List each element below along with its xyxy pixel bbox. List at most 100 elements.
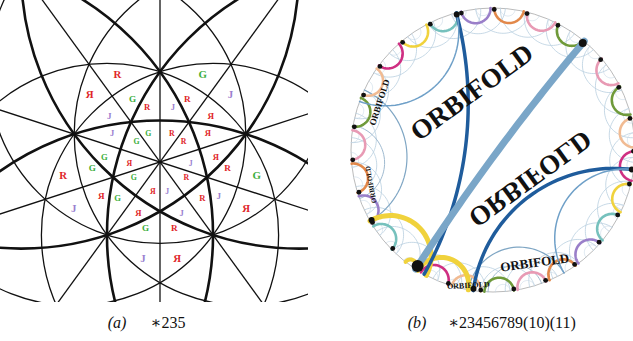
cone-point bbox=[492, 7, 497, 12]
mirror-circle bbox=[0, 63, 279, 302]
caption-label: ∗23456789(10)(11) bbox=[448, 315, 576, 331]
geodesic bbox=[615, 86, 625, 100]
rim-geodesic bbox=[596, 59, 618, 85]
cone-point bbox=[428, 22, 433, 27]
geodesic bbox=[355, 104, 364, 118]
geodesic bbox=[408, 28, 421, 39]
motif-letter: Я bbox=[135, 209, 141, 218]
hyperbolic-disk bbox=[350, 7, 633, 292]
motif-letter: R bbox=[171, 224, 178, 233]
motif-letter: R bbox=[113, 69, 121, 80]
rim-geodesic bbox=[379, 44, 403, 69]
motif-letter: Я bbox=[86, 89, 94, 100]
geodesic bbox=[595, 65, 630, 115]
mirror-circle bbox=[0, 0, 246, 302]
motif-letter: J bbox=[165, 188, 169, 196]
motif-letter: J bbox=[107, 112, 112, 121]
geodesic bbox=[408, 13, 458, 48]
geodesic bbox=[601, 226, 612, 239]
motif-letter: R bbox=[184, 95, 191, 104]
geodesic bbox=[603, 65, 614, 78]
motif-letter: J bbox=[171, 103, 175, 112]
cone-point bbox=[543, 278, 548, 283]
motif-letter: R bbox=[59, 170, 67, 181]
rim-geodesic bbox=[597, 214, 619, 240]
geodesic bbox=[569, 223, 612, 266]
cone-point bbox=[454, 12, 460, 18]
motif-letter: J bbox=[140, 253, 145, 264]
rim-geodesic bbox=[527, 12, 555, 31]
cone-point bbox=[370, 220, 375, 225]
cone-point bbox=[357, 190, 362, 195]
mirror-circle bbox=[21, 0, 308, 249]
motif-letter: G bbox=[145, 130, 151, 138]
mirror-line bbox=[0, 0, 308, 302]
kaleidoscope-tiling bbox=[0, 0, 308, 302]
motif-letter: G bbox=[198, 69, 206, 80]
motif-letter: G bbox=[253, 170, 261, 181]
cone-point bbox=[597, 240, 602, 245]
geodesic bbox=[500, 8, 515, 16]
geodesic bbox=[429, 17, 443, 27]
cone-point bbox=[400, 40, 405, 45]
cone-point bbox=[572, 262, 577, 267]
cone-point bbox=[412, 260, 424, 272]
rim-geodesic bbox=[430, 13, 458, 32]
motif-letter: G bbox=[142, 224, 149, 233]
rim-geodesic bbox=[351, 130, 365, 160]
cone-point bbox=[628, 116, 633, 121]
geodesic bbox=[354, 177, 363, 192]
caption-label: ∗235 bbox=[151, 315, 186, 331]
cone-point bbox=[390, 246, 395, 251]
cone-point bbox=[579, 39, 587, 47]
rim-geodesic bbox=[402, 25, 428, 47]
motif-letter: Я bbox=[242, 203, 250, 214]
cone-point bbox=[361, 93, 366, 98]
motif-letter: G bbox=[114, 194, 121, 203]
cone-point bbox=[511, 287, 516, 292]
cone-point bbox=[629, 167, 633, 173]
rim-geodesic bbox=[620, 118, 633, 147]
mirror-line bbox=[159, 0, 160, 302]
mirror-line bbox=[0, 0, 308, 302]
cone-point bbox=[616, 85, 621, 90]
geodesic bbox=[524, 12, 574, 46]
cone-point bbox=[378, 64, 383, 69]
geodesic bbox=[495, 284, 510, 292]
motif-letter: Я bbox=[173, 253, 181, 264]
motif-letter: R bbox=[169, 130, 175, 138]
mirror-geodesic bbox=[424, 13, 468, 274]
geodesic bbox=[389, 21, 435, 60]
motif-letter: Я bbox=[213, 153, 219, 162]
motif-letter: R bbox=[144, 103, 150, 112]
mirror-line bbox=[0, 0, 308, 302]
geodesic bbox=[584, 245, 597, 257]
motif-letter: J bbox=[189, 160, 193, 168]
motif-letter: R bbox=[183, 174, 189, 182]
rim-geodesic bbox=[373, 224, 396, 250]
cone-point bbox=[627, 182, 632, 187]
motif-letter: G bbox=[101, 153, 108, 162]
motif-letter: G bbox=[131, 174, 137, 182]
cone-point bbox=[459, 11, 464, 16]
rim-geodesic bbox=[612, 87, 631, 115]
motif-letter: J bbox=[216, 192, 221, 201]
geodesic bbox=[360, 13, 459, 106]
geodesic bbox=[520, 281, 535, 290]
rim-geodesic bbox=[620, 151, 633, 180]
rim-geodesic bbox=[517, 272, 546, 290]
caption-label: (b) bbox=[408, 315, 427, 331]
cone-point bbox=[556, 23, 561, 28]
motif-letter: J bbox=[179, 209, 183, 218]
motif-letter: R bbox=[181, 138, 187, 146]
cone-point bbox=[525, 11, 530, 16]
cone-point bbox=[631, 149, 633, 154]
cone-point bbox=[615, 213, 620, 218]
mirror-line bbox=[0, 0, 308, 302]
rim-geodesic bbox=[612, 184, 631, 212]
geodesic bbox=[582, 46, 621, 92]
motif-letter: R bbox=[199, 194, 205, 203]
motif-letter: J bbox=[228, 89, 233, 100]
caption-label: (a) bbox=[108, 315, 127, 331]
